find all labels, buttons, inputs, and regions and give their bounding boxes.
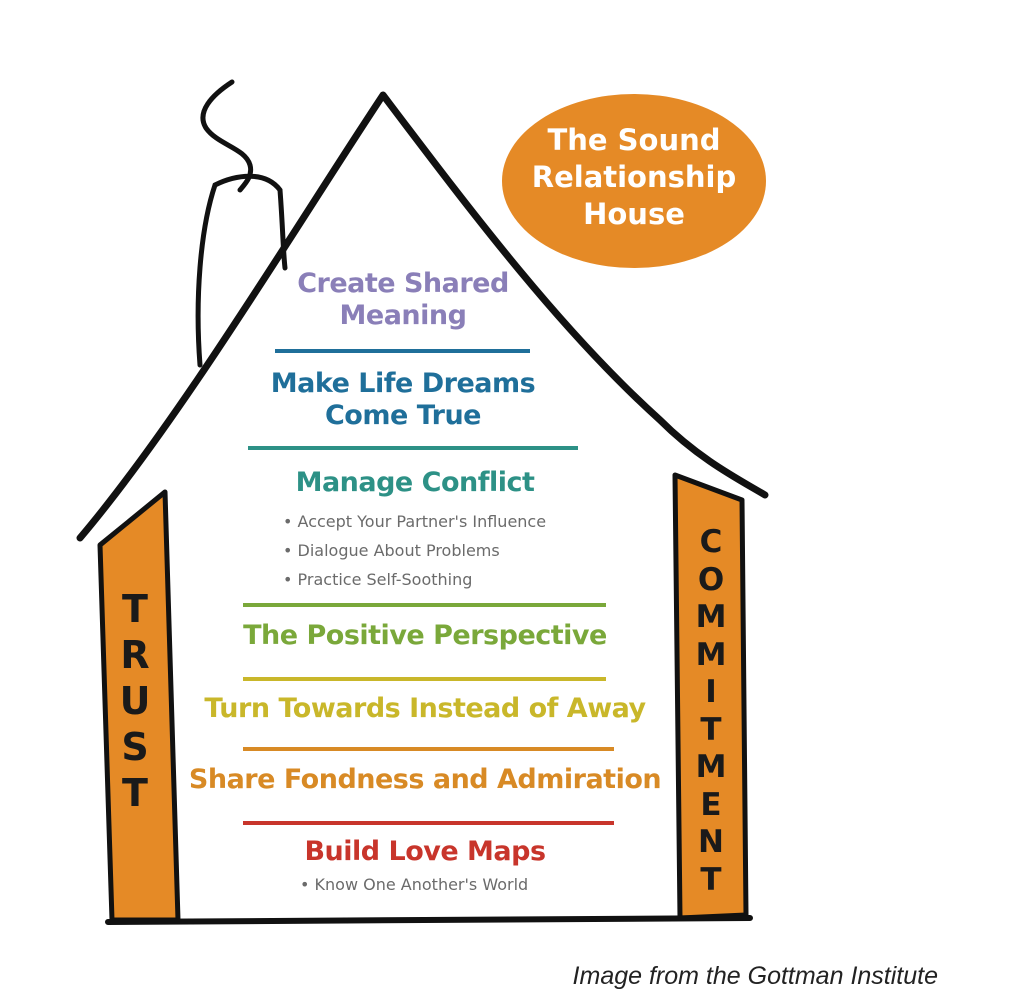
level-make-life-dreams: Make Life Dreams Come True [268,368,538,433]
commitment-pillar [672,472,749,921]
title-badge [502,94,766,268]
level-manage-conflict: Manage Conflict [230,467,600,499]
house-body [165,95,685,915]
pillar-letter: E [700,786,722,823]
level-title: Turn Towards Instead of Away [204,693,646,724]
list-item: Accept Your Partner's Influence [283,507,547,536]
pillar-letter: M [695,636,727,673]
pillar-letter: T [700,711,722,748]
level-share-fondness: Share Fondness and Admiration [180,764,670,796]
badge-title: The Sound Relationship House [531,123,737,231]
pillar-letter: T [700,861,722,898]
level-build-love-maps: Build Love Maps [250,836,600,868]
chimney [195,173,288,368]
pillar-letter: S [121,725,149,769]
image-credit: Image from the Gottman Institute [572,962,938,990]
list-item: Know One Another's World [300,870,529,899]
level-title: Manage Conflict [295,467,535,498]
level-title: The Positive Perspective [243,620,607,651]
pillar-letter: T [122,771,148,815]
pillar-letter: O [697,561,725,598]
pillar-letter: N [698,824,724,860]
pillar-letter: I [705,674,717,710]
level-title: Make Life Dreams Come True [270,368,536,432]
level-turn-towards: Turn Towards Instead of Away [185,693,665,725]
pillar-letter: M [695,749,727,785]
pillar-letter: R [120,633,150,677]
manage-conflict-list: Accept Your Partner's Influence Dialogue… [283,507,547,594]
pillar-letter: U [119,679,151,723]
level-positive-perspective: The Positive Perspective [200,620,650,652]
pillar-letter: T [122,587,148,631]
level-title: Share Fondness and Admiration [188,764,662,795]
pillar-letter: C [699,524,723,560]
level-title: Build Love Maps [304,836,546,867]
roof-outline [76,91,769,542]
level-create-shared-meaning: Create Shared Meaning [268,268,538,333]
list-item: Dialogue About Problems [283,536,546,565]
level-title: Create Shared Meaning [297,268,509,332]
list-item: Practice Self-Soothing [283,565,546,594]
chimney-smoke [200,79,254,193]
pillar-letter: M [695,599,727,635]
love-maps-list: Know One Another's World [300,870,529,899]
floor-line [105,915,753,925]
